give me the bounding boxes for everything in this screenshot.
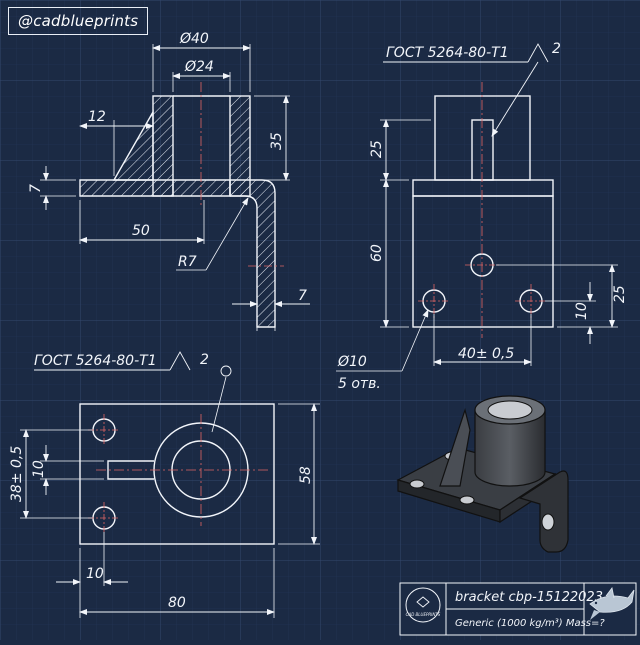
shark-logo <box>589 587 635 620</box>
logo-text: CAD BLUEPRINTS <box>406 612 441 617</box>
dim-length-50: 50 <box>132 223 150 239</box>
roughness-top: ГОСТ 5264-80-Т1 <box>34 353 157 369</box>
dim-holes-10: 10 <box>574 302 590 320</box>
dim-height-58: 58 <box>298 466 314 484</box>
dim-d40: Ø40 <box>179 31 209 47</box>
dim-upper-25: 25 <box>369 140 385 158</box>
front-view <box>40 44 310 331</box>
dim-d24: Ø24 <box>184 59 214 75</box>
roughness-top-n: 2 <box>200 352 209 368</box>
dim-lower-60: 60 <box>369 244 385 262</box>
dim-holes-25: 25 <box>612 285 628 303</box>
part-name: bracket cbp-15122023 <box>455 590 603 605</box>
dim-height-35: 35 <box>269 132 285 150</box>
dim-spacing: 40± 0,5 <box>458 346 514 362</box>
material-mass: Generic (1000 kg/m³) Mass=? <box>455 618 605 629</box>
dim-holes-count: 5 отв. <box>338 376 381 392</box>
dim-radius: R7 <box>178 254 197 270</box>
top-view <box>20 351 320 618</box>
logo: CAD BLUEPRINTS <box>405 587 441 623</box>
roughness-side: ГОСТ 5264-80-Т1 <box>386 45 509 61</box>
side-view <box>336 43 618 372</box>
dim-pitch-38: 38± 0,5 <box>9 446 25 502</box>
dimension-labels: Ø40 Ø24 12 35 7 50 R7 7 ГОСТ 5264-80-Т1 … <box>9 31 628 611</box>
dim-rib: 12 <box>88 109 106 125</box>
dim-thickness-7: 7 <box>28 184 44 193</box>
dim-edge-10: 10 <box>86 566 104 582</box>
iso-render <box>396 395 569 553</box>
dim-wall-7: 7 <box>298 288 307 304</box>
title-block: CAD BLUEPRINTS bracket cbp-15122023 Gene… <box>399 582 637 636</box>
dim-hole-d10: Ø10 <box>337 354 367 370</box>
watermark: @cadblueprints <box>8 7 149 35</box>
dim-slot-10: 10 <box>31 460 47 478</box>
dim-width-80: 80 <box>168 595 186 611</box>
roughness-side-n: 2 <box>552 41 561 57</box>
